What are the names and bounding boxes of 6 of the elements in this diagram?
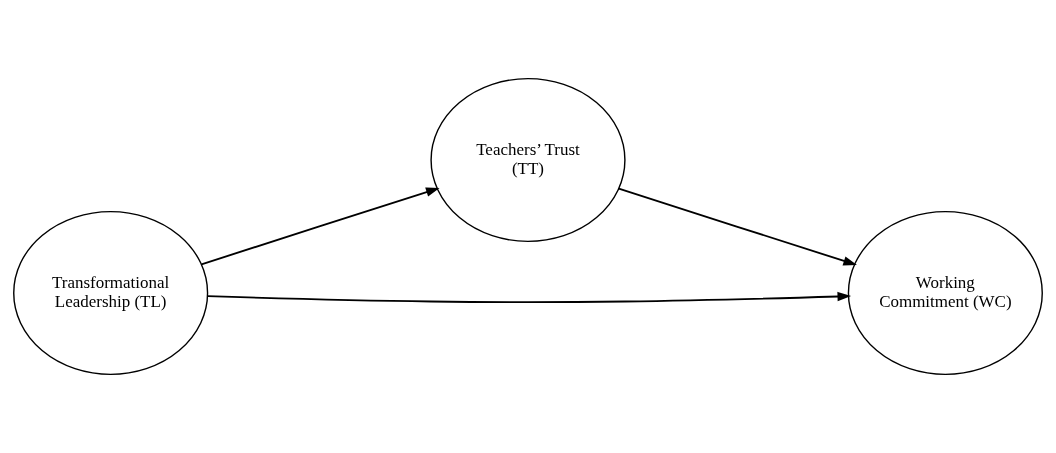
node-ellipse: Working Commitment (WC) [847,210,1043,376]
node-ellipse: Transformational Leadership (TL) [13,210,209,376]
node-ellipse: Teachers’ Trust (TT) [430,77,626,243]
arrow [206,291,852,304]
arrow [617,187,857,266]
arrow [200,187,440,266]
